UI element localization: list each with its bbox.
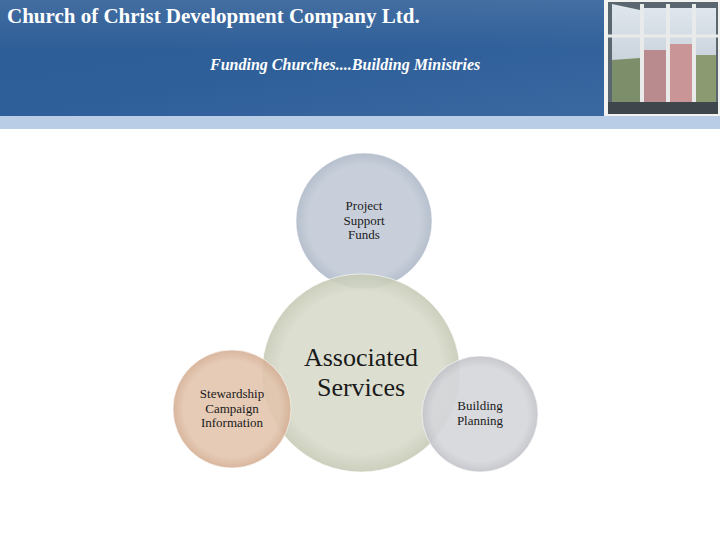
- window-pane: [644, 8, 666, 102]
- window-photo: [604, 0, 720, 116]
- circle-body: Project Support Funds: [295, 152, 433, 290]
- service-circle: Project Support Funds: [295, 152, 433, 290]
- circle-label: Building Planning: [444, 399, 516, 429]
- circle-shape: [422, 356, 538, 472]
- window-trees: [644, 50, 666, 102]
- circle-body: Stewardship Campaign Information: [172, 349, 292, 469]
- slide-subtitle: Funding Churches....Building Ministries: [210, 56, 480, 74]
- window-mullion: [666, 4, 670, 112]
- circle-shape: [296, 153, 432, 289]
- circle-label: Stewardship Campaign Information: [196, 387, 268, 432]
- window-trees: [670, 44, 692, 102]
- photo-frame: [604, 0, 720, 116]
- service-circle: Building Planning: [421, 355, 539, 473]
- window-trees: [696, 55, 716, 102]
- window-mullion: [640, 4, 644, 112]
- window-sill: [608, 102, 718, 114]
- circle-shape: [173, 350, 291, 468]
- slide-title: Church of Christ Development Company Ltd…: [7, 4, 420, 29]
- window-pane: [670, 8, 692, 102]
- window-pane: [612, 4, 640, 110]
- header-strip: [0, 116, 720, 129]
- window-mullion: [692, 4, 696, 112]
- window-mullion: [608, 35, 718, 38]
- service-circle: Stewardship Campaign Information: [172, 349, 292, 469]
- circle-label: Associated Services: [286, 343, 436, 403]
- circle-body: Building Planning: [421, 355, 539, 473]
- photo-ground: [608, 2, 718, 112]
- header-band: [0, 0, 720, 116]
- circle-label: Project Support Funds: [328, 199, 400, 244]
- window-pane: [696, 8, 716, 102]
